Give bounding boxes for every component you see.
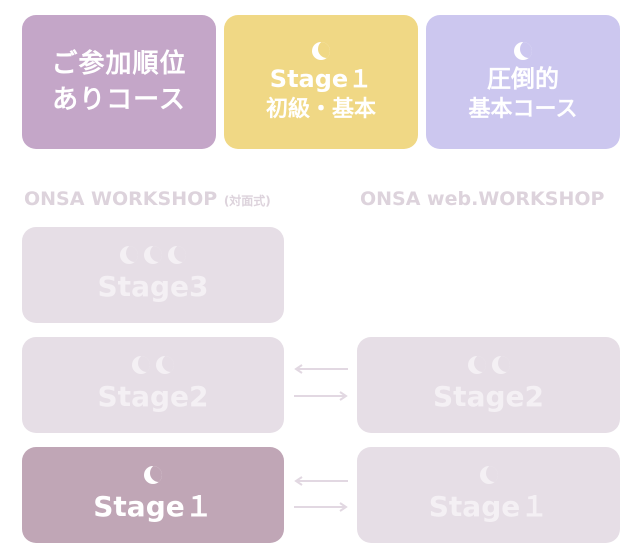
section-label-text: ONSA web.WORKSHOP bbox=[360, 188, 605, 210]
moon-row bbox=[479, 463, 498, 487]
card-workshop-stage1[interactable]: Stage１ bbox=[22, 447, 284, 543]
stage-label: Stage１ bbox=[93, 490, 213, 523]
card-title-line2: 初級・基本 bbox=[265, 97, 376, 122]
moon-icon bbox=[144, 466, 162, 484]
moon-icon bbox=[491, 356, 510, 374]
moon-row bbox=[132, 353, 174, 377]
moon-icon bbox=[312, 42, 330, 60]
moon-row bbox=[120, 243, 186, 267]
arrow-left-icon bbox=[292, 364, 350, 374]
card-web-workshop-stage2[interactable]: Stage2 bbox=[357, 337, 620, 433]
card-participation-order-course[interactable]: ご参加順位 ありコース bbox=[22, 15, 216, 149]
moon-icon bbox=[514, 42, 532, 60]
moon-row bbox=[514, 39, 532, 63]
card-stage1-basic[interactable]: Stage１ 初級・基本 bbox=[224, 15, 418, 149]
section-label-sub: (対面式) bbox=[223, 194, 271, 208]
stage-label: Stage3 bbox=[97, 270, 209, 303]
card-title-line1: Stage１ bbox=[269, 65, 373, 93]
moon-icon bbox=[120, 246, 138, 264]
arrow-left-icon bbox=[292, 476, 350, 486]
moon-row bbox=[467, 353, 510, 377]
card-title-line2: ありコース bbox=[52, 85, 186, 115]
stage-label: Stage2 bbox=[433, 380, 544, 413]
moon-icon bbox=[479, 466, 498, 484]
card-web-workshop-stage1[interactable]: Stage１ bbox=[357, 447, 620, 543]
moon-row bbox=[144, 463, 162, 487]
card-overwhelming-basic-course[interactable]: 圧倒的 基本コース bbox=[426, 15, 620, 149]
moon-icon bbox=[467, 356, 486, 374]
card-title-line1: ご参加順位 bbox=[51, 49, 187, 79]
arrow-right-icon bbox=[292, 391, 350, 401]
moon-row bbox=[312, 39, 330, 63]
section-label-in-person: ONSA WORKSHOP (対面式) bbox=[24, 188, 271, 210]
section-label-web: ONSA web.WORKSHOP bbox=[360, 188, 604, 210]
card-title-line2: 基本コース bbox=[468, 97, 578, 122]
moon-icon bbox=[132, 356, 150, 374]
moon-icon bbox=[144, 246, 162, 264]
moon-icon bbox=[156, 356, 174, 374]
stage-label: Stage2 bbox=[97, 380, 209, 413]
card-workshop-stage2[interactable]: Stage2 bbox=[22, 337, 284, 433]
arrow-right-icon bbox=[292, 502, 350, 512]
stage-label: Stage１ bbox=[428, 490, 549, 523]
card-title-line1: 圧倒的 bbox=[487, 65, 559, 93]
card-workshop-stage3[interactable]: Stage3 bbox=[22, 227, 284, 323]
section-label-text: ONSA WORKSHOP bbox=[24, 188, 218, 210]
moon-icon bbox=[168, 246, 186, 264]
